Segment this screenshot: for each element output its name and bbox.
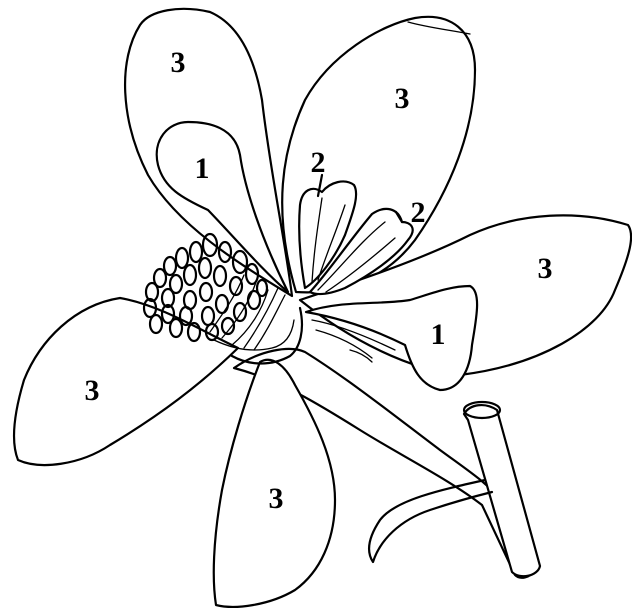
label-sepal-right: 1 <box>431 318 446 351</box>
label-small-petal-upper: 2 <box>311 146 326 179</box>
label-petal-upper-left: 3 <box>171 46 186 79</box>
label-petal-left: 3 <box>85 374 100 407</box>
label-petal-right: 3 <box>538 252 553 285</box>
label-petal-upper-right: 3 <box>395 82 410 115</box>
label-small-petal-right: 2 <box>411 196 426 229</box>
label-sepal-upper: 1 <box>195 152 210 185</box>
label-petal-bottom: 3 <box>269 482 284 515</box>
